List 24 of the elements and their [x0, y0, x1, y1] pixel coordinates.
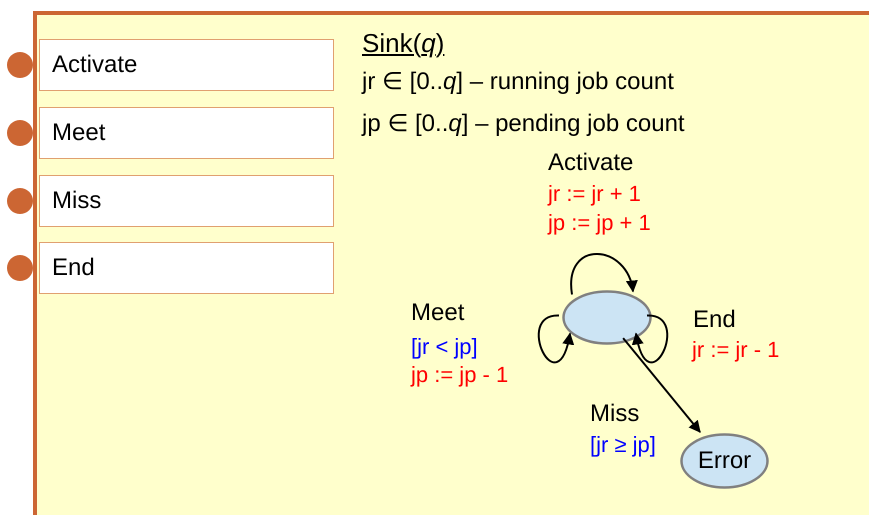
transition-arrow — [570, 253, 637, 295]
edge-label: End — [693, 308, 736, 332]
component-panel — [33, 11, 869, 515]
transition-arrow — [538, 314, 574, 364]
port-box: Miss — [39, 175, 334, 227]
variable-definition: jr ∈ [0..q] – running job count — [362, 70, 674, 94]
port-box: End — [39, 242, 334, 294]
edge-label: Miss — [590, 402, 640, 426]
edge-label: Activate — [548, 151, 634, 175]
variable-definition: jp ∈ [0..q] – pending job count — [362, 112, 685, 136]
state-ellipse: Error — [680, 433, 769, 489]
action-label: jr := jr - 1 — [692, 339, 780, 361]
guard-label: [jr < jp] — [411, 336, 478, 358]
guard-label: [jr ≥ jp] — [590, 434, 656, 456]
transition-arrow — [632, 314, 668, 364]
port-box: Activate — [39, 39, 334, 91]
component-heading: Sink(q) — [362, 30, 444, 56]
state-ellipse — [562, 290, 652, 345]
action-label: jr := jr + 1 — [548, 183, 641, 205]
edge-label: Meet — [411, 301, 464, 325]
port-box: Meet — [39, 107, 334, 159]
action-label: jp := jp - 1 — [411, 364, 508, 386]
action-label: jp := jp + 1 — [548, 212, 651, 234]
transition-arrow — [622, 337, 701, 433]
